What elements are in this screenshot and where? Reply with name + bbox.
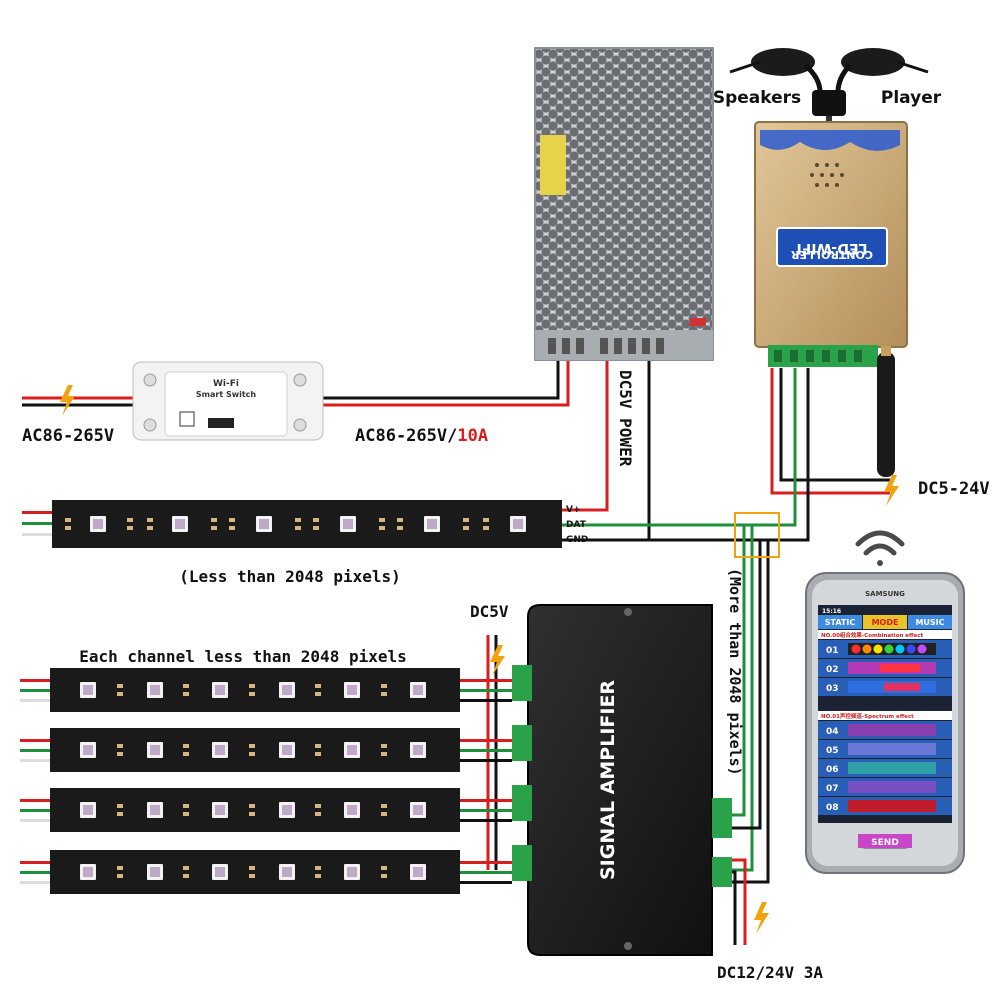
dc5v-label: DC5V [470,602,509,621]
pin-vplus: V+ [566,505,581,515]
section-combination: NO.00组合效果-Combination effect [821,631,923,639]
bolt-icon [754,902,769,934]
effect-list-1 [818,640,952,696]
row-01: 01 [826,646,839,656]
more-2048-label: (More than 2048 pixels) [726,568,744,776]
switch-title: Wi-Fi [213,379,239,389]
row-08: 08 [826,803,839,813]
section-spectrum: NO.01声控频道-Spectrum effect [821,712,914,720]
wires [22,355,890,945]
tab-static-label: STATIC [825,618,856,627]
led-strip-main [22,500,562,548]
phone-time: 15:16 [822,608,841,615]
led-strip-channel-3 [20,788,512,832]
tab-music[interactable] [908,615,952,629]
send-button-label: SEND [871,838,899,848]
row-04: 04 [826,727,839,737]
switch-subtitle: Smart Switch [196,390,257,399]
wifi-smart-switch: Wi-Fi Smart Switch [132,361,324,441]
led-wifi-controller [754,121,908,367]
dc5v-power-label: DC5V POWER [616,370,635,467]
send-button[interactable] [858,834,912,848]
amplifier-label: SIGNAL AMPLIFIER [597,680,619,880]
ac-input-label: AC86-265V [22,426,114,446]
antenna-icon [877,346,895,477]
led-strip-channel-1 [20,668,512,712]
row-05: 05 [826,746,839,756]
power-supply [534,47,714,361]
tab-music-label: MUSIC [915,618,944,627]
dc12-24v-label: DC12/24V 3A [717,963,823,982]
dc5-24v-label: DC5-24V [918,479,990,499]
tab-static[interactable] [818,615,862,629]
row-07: 07 [826,784,839,794]
led-strip-channel-2 [20,728,512,772]
led-strip-channel-4 [20,850,512,894]
signal-amplifier [512,604,732,956]
tab-mode[interactable] [863,615,907,629]
speakers-label: Speakers [713,88,801,108]
less-2048-label: (Less than 2048 pixels) [179,567,401,586]
bolt-icon [490,645,505,676]
wifi-signal-icon [855,530,905,566]
controller-line1: LED-WIFI [797,240,868,256]
row-03: 03 [826,684,839,694]
junction-box [734,512,780,558]
player-label: Player [881,88,942,108]
svg-text:AC86-265V/10A: AC86-265V/10A [355,426,488,446]
phone-brand: SAMSUNG [865,590,905,598]
tab-mode-label: MODE [872,618,899,627]
bolt-icon [884,475,899,506]
bolt-icon [60,385,75,416]
row-06: 06 [826,765,839,775]
pin-dat: DAT [566,520,587,530]
ac-output-current: 10A [457,426,488,446]
controller-line2: CONTROLLER [790,248,872,261]
pin-gnd: GND [566,535,588,545]
row-02: 02 [826,665,839,675]
effect-list-2 [818,721,952,815]
audio-splitter [729,48,929,132]
each-channel-label: Each channel less than 2048 pixels [79,647,407,666]
ac-output-label: AC86-265V/ [355,426,457,446]
